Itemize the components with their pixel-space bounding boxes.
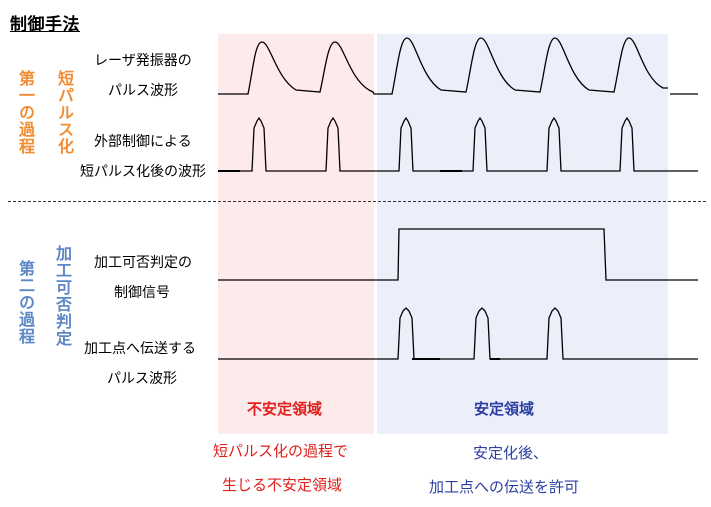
stable-note-line2: 加工点への伝送を許可 <box>429 478 580 496</box>
stage-divider <box>8 201 706 202</box>
laser-label-line1: レーザ発振器の <box>94 53 192 69</box>
external-label-line1: 外部制御による <box>94 134 192 150</box>
judge-label-line1: 加工可否判定の <box>94 255 192 271</box>
judge-label-line2: 制御信号 <box>114 285 170 301</box>
stage2-label: 第二の過程 <box>16 260 35 345</box>
stable-note-line1: 安定化後、 <box>473 444 549 462</box>
stable-region-background <box>377 34 668 434</box>
unstable-region-background <box>218 34 374 434</box>
laser-pulse-waveform <box>218 37 698 95</box>
stage2-sublabel: 加工可否判定 <box>53 245 72 347</box>
unstable-region-title: 不安定領域 <box>247 400 323 418</box>
control-signal-waveform <box>218 228 698 281</box>
stage1-sublabel: 短パルス化 <box>55 70 74 155</box>
stable-region-title: 安定領域 <box>474 400 535 418</box>
transmit-pulse-waveform <box>218 307 698 360</box>
stage1-label: 第一の過程 <box>16 70 35 155</box>
transmit-label-line1: 加工点へ伝送する <box>84 341 196 357</box>
page-title: 制御手法 <box>10 15 80 35</box>
unstable-note-line1: 短パルス化の過程で <box>213 442 349 460</box>
transmit-label-line2: パルス波形 <box>107 371 177 387</box>
short-pulse-waveform <box>218 116 698 172</box>
laser-label-line2: パルス波形 <box>108 83 178 99</box>
external-label-line2: 短パルス化後の波形 <box>80 164 206 180</box>
unstable-note-line2: 生じる不安定領域 <box>222 476 343 494</box>
